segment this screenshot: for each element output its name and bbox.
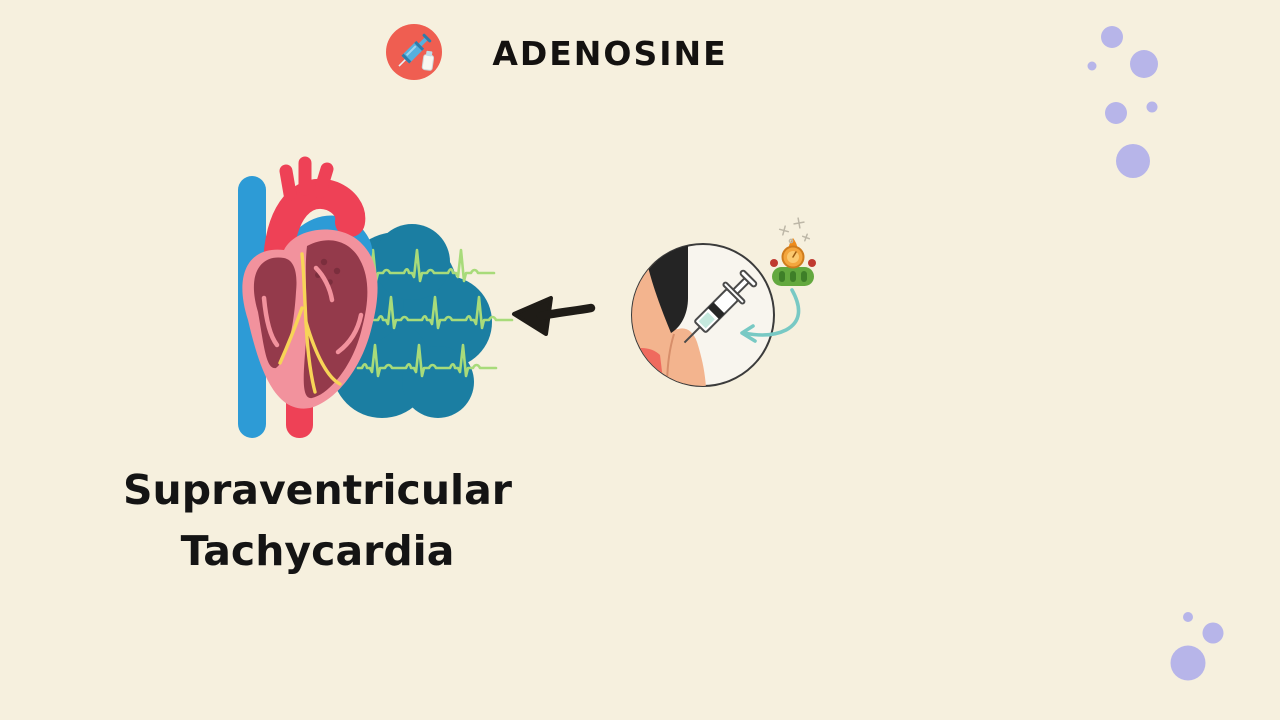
arm-injection-vignette — [631, 243, 801, 387]
skin-arm — [667, 328, 706, 386]
hair-shape — [645, 244, 688, 333]
syringe-badge-icon — [386, 24, 442, 80]
trabeculae-lines — [261, 265, 364, 355]
heart-anatomy-illustration — [238, 156, 378, 438]
chamber-speckles — [315, 258, 341, 285]
injection-syringe-icon — [683, 269, 758, 344]
caption-line-1: Supraventricular — [123, 466, 512, 514]
heart-left-chamber — [253, 257, 297, 369]
decor-dots-bottom-right — [1170, 612, 1224, 681]
stopwatch-flame-icon — [770, 238, 816, 286]
condition-caption: Supraventricular Tachycardia — [95, 460, 540, 582]
caption-line-2: Tachycardia — [180, 527, 455, 575]
injection-arrow-icon — [740, 288, 801, 343]
syringe-icon — [398, 33, 435, 71]
arrow-left-icon — [512, 296, 596, 336]
aorta-vessel — [263, 156, 366, 279]
conduction-pathway — [278, 252, 342, 394]
sparkles-icon — [778, 217, 811, 244]
decor-dots-top-right — [1087, 26, 1158, 178]
page-title: ADENOSINE — [492, 34, 728, 73]
